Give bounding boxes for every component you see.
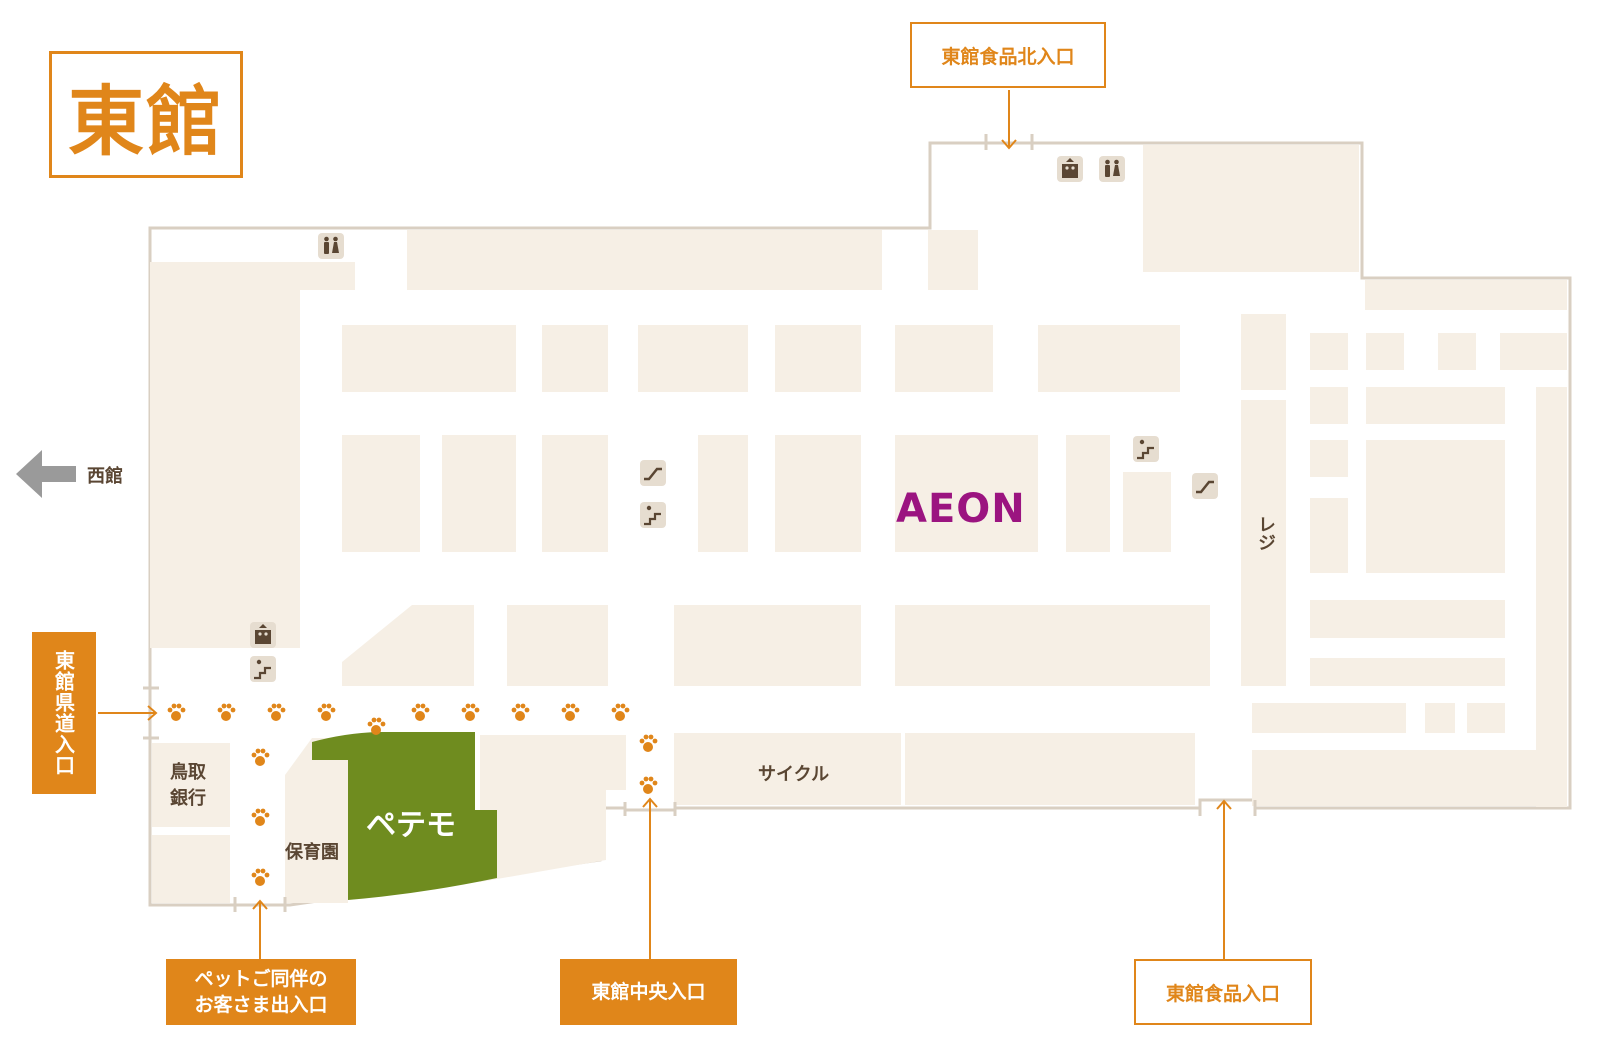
restroom-icon bbox=[318, 233, 344, 259]
cycle-store-label[interactable]: サイクル bbox=[758, 764, 830, 785]
pet-entrance-label[interactable]: ペットご同伴の お客さま出入口 bbox=[166, 959, 356, 1025]
west-arrow-icon[interactable] bbox=[16, 450, 76, 498]
stairs-icon bbox=[250, 656, 276, 682]
prefectural-road-entrance-label[interactable]: 東館県道入口 bbox=[32, 632, 96, 794]
register-label: レジ bbox=[1255, 515, 1276, 551]
paw-print-icon bbox=[167, 703, 186, 721]
paw-print-icon bbox=[511, 703, 530, 721]
west-building-label[interactable]: 西館 bbox=[87, 466, 123, 487]
paw-print-icon bbox=[217, 703, 236, 721]
tottori-bank-label-line1: 鳥取 bbox=[170, 762, 206, 783]
building-title: 東館 bbox=[49, 51, 243, 178]
escalator-icon bbox=[640, 460, 666, 486]
paw-print-icon bbox=[317, 703, 336, 721]
paw-print-icon bbox=[251, 808, 270, 826]
entrance-arrows bbox=[98, 90, 1232, 960]
paw-print-icon bbox=[639, 734, 658, 752]
paw-trail bbox=[167, 703, 658, 886]
store-blocks bbox=[150, 145, 1567, 903]
paw-print-icon bbox=[251, 868, 270, 886]
nursery-label[interactable]: 保育園 bbox=[285, 842, 339, 863]
paw-print-icon bbox=[367, 717, 386, 735]
stairs-icon bbox=[1133, 436, 1159, 462]
paw-print-icon bbox=[411, 703, 430, 721]
restroom-icon bbox=[1099, 156, 1125, 182]
elevator-icon bbox=[1057, 156, 1083, 182]
elevator-icon bbox=[250, 622, 276, 648]
paw-print-icon bbox=[461, 703, 480, 721]
paw-print-icon bbox=[611, 703, 630, 721]
paw-print-icon bbox=[267, 703, 286, 721]
facility-icons bbox=[250, 156, 1218, 682]
food-north-entrance-label[interactable]: 東館食品北入口 bbox=[910, 22, 1106, 88]
paw-print-icon bbox=[639, 776, 658, 794]
stairs-icon bbox=[640, 502, 666, 528]
paw-print-icon bbox=[561, 703, 580, 721]
tottori-bank-label-line2: 銀行 bbox=[170, 788, 206, 809]
center-entrance-label[interactable]: 東館中央入口 bbox=[560, 959, 737, 1025]
petemo-area bbox=[312, 732, 497, 900]
pet-entrance-label-line2: お客さま出入口 bbox=[194, 994, 328, 1016]
petemo-store-label[interactable]: ペテモ bbox=[366, 808, 456, 843]
escalator-icon bbox=[1192, 473, 1218, 499]
pet-entrance-label-line1: ペットご同伴の bbox=[194, 968, 328, 990]
aeon-store-label[interactable]: AEON bbox=[896, 486, 1026, 532]
paw-print-icon bbox=[251, 748, 270, 766]
door-markers bbox=[143, 134, 1257, 912]
food-entrance-label[interactable]: 東館食品入口 bbox=[1134, 959, 1312, 1025]
tottori-bank-label[interactable]: 鳥取 銀行 bbox=[170, 760, 206, 812]
